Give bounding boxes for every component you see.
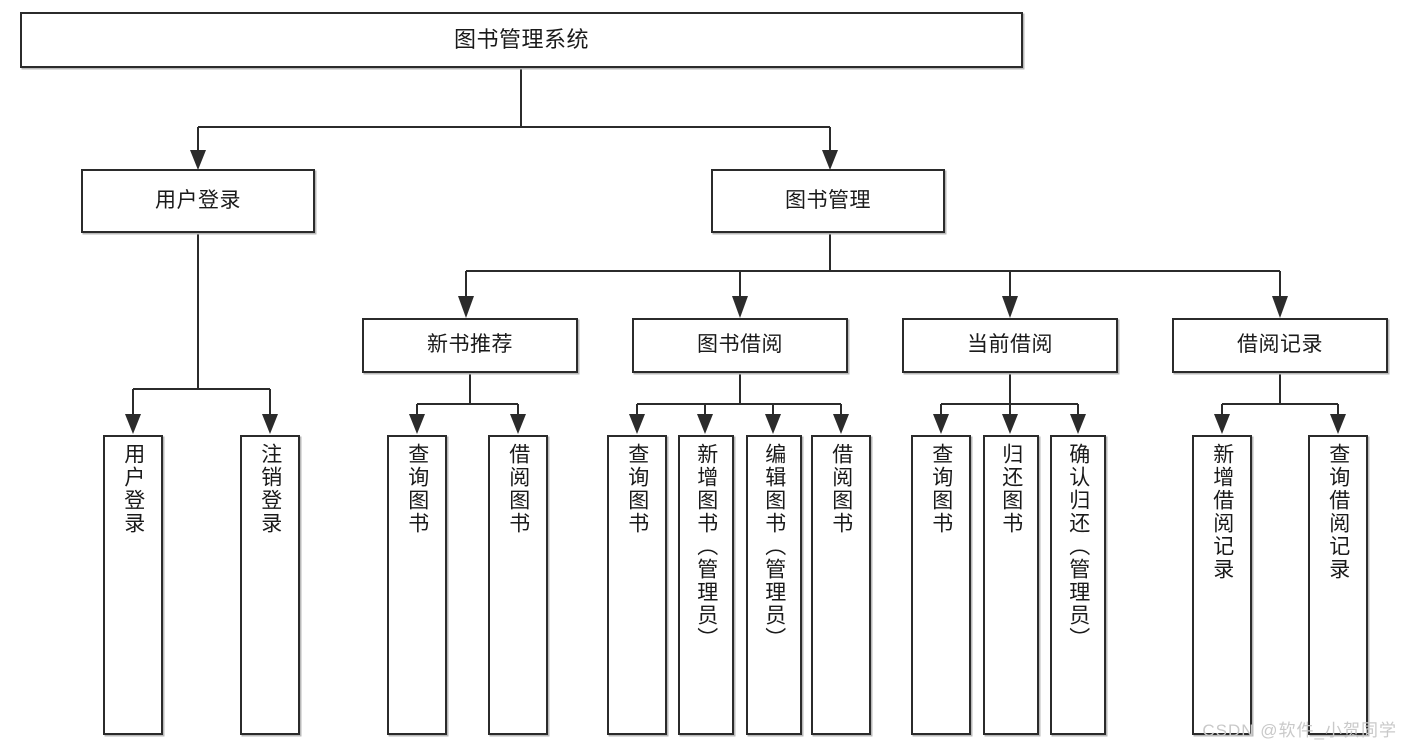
node-book-borrow[interactable]: 图书借阅 (632, 318, 848, 373)
node-label: 查询图书 (405, 443, 429, 535)
leaf-current-borrow-confirm-return[interactable]: 确认归还（管理员） (1050, 435, 1106, 735)
node-label: 新增图书（管理员） (694, 443, 718, 650)
node-label: 查询图书 (929, 443, 953, 535)
node-label: 确认归还（管理员） (1066, 443, 1090, 650)
node-book-management[interactable]: 图书管理 (711, 169, 945, 233)
node-label: 归还图书 (999, 443, 1023, 535)
leaf-book-borrow-edit[interactable]: 编辑图书（管理员） (746, 435, 802, 735)
node-label: 图书管理 (785, 188, 871, 212)
node-new-book-recommend[interactable]: 新书推荐 (362, 318, 578, 373)
node-label: 图书借阅 (697, 333, 783, 357)
node-label: 当前借阅 (967, 333, 1053, 357)
csdn-watermark: CSDN @软件_小贺同学 (1202, 721, 1397, 740)
node-label: 查询图书 (625, 443, 649, 535)
node-user-login[interactable]: 用户登录 (81, 169, 315, 233)
node-label: 借阅图书 (506, 443, 530, 535)
leaf-new-book-query[interactable]: 查询图书 (387, 435, 447, 735)
node-current-borrow[interactable]: 当前借阅 (902, 318, 1118, 373)
leaf-borrow-record-query[interactable]: 查询借阅记录 (1308, 435, 1368, 735)
leaf-book-borrow-borrow[interactable]: 借阅图书 (811, 435, 871, 735)
node-label: 借阅记录 (1237, 333, 1323, 357)
node-label: 用户登录 (121, 443, 145, 535)
node-root-system[interactable]: 图书管理系统 (20, 12, 1023, 68)
node-label: 编辑图书（管理员） (762, 443, 786, 650)
node-label: 新书推荐 (427, 333, 513, 357)
node-label: 查询借阅记录 (1326, 443, 1350, 581)
node-borrow-record[interactable]: 借阅记录 (1172, 318, 1388, 373)
leaf-borrow-record-add[interactable]: 新增借阅记录 (1192, 435, 1252, 735)
leaf-new-book-borrow[interactable]: 借阅图书 (488, 435, 548, 735)
leaf-user-login-login[interactable]: 用户登录 (103, 435, 163, 735)
node-label: 图书管理系统 (453, 27, 589, 53)
node-label: 用户登录 (155, 188, 241, 212)
leaf-current-borrow-query[interactable]: 查询图书 (911, 435, 971, 735)
leaf-current-borrow-return[interactable]: 归还图书 (983, 435, 1039, 735)
node-label: 新增借阅记录 (1210, 443, 1234, 581)
node-label: 注销登录 (258, 443, 282, 535)
leaf-user-login-logout[interactable]: 注销登录 (240, 435, 300, 735)
leaf-book-borrow-query[interactable]: 查询图书 (607, 435, 667, 735)
node-label: 借阅图书 (829, 443, 853, 535)
leaf-book-borrow-add[interactable]: 新增图书（管理员） (678, 435, 734, 735)
